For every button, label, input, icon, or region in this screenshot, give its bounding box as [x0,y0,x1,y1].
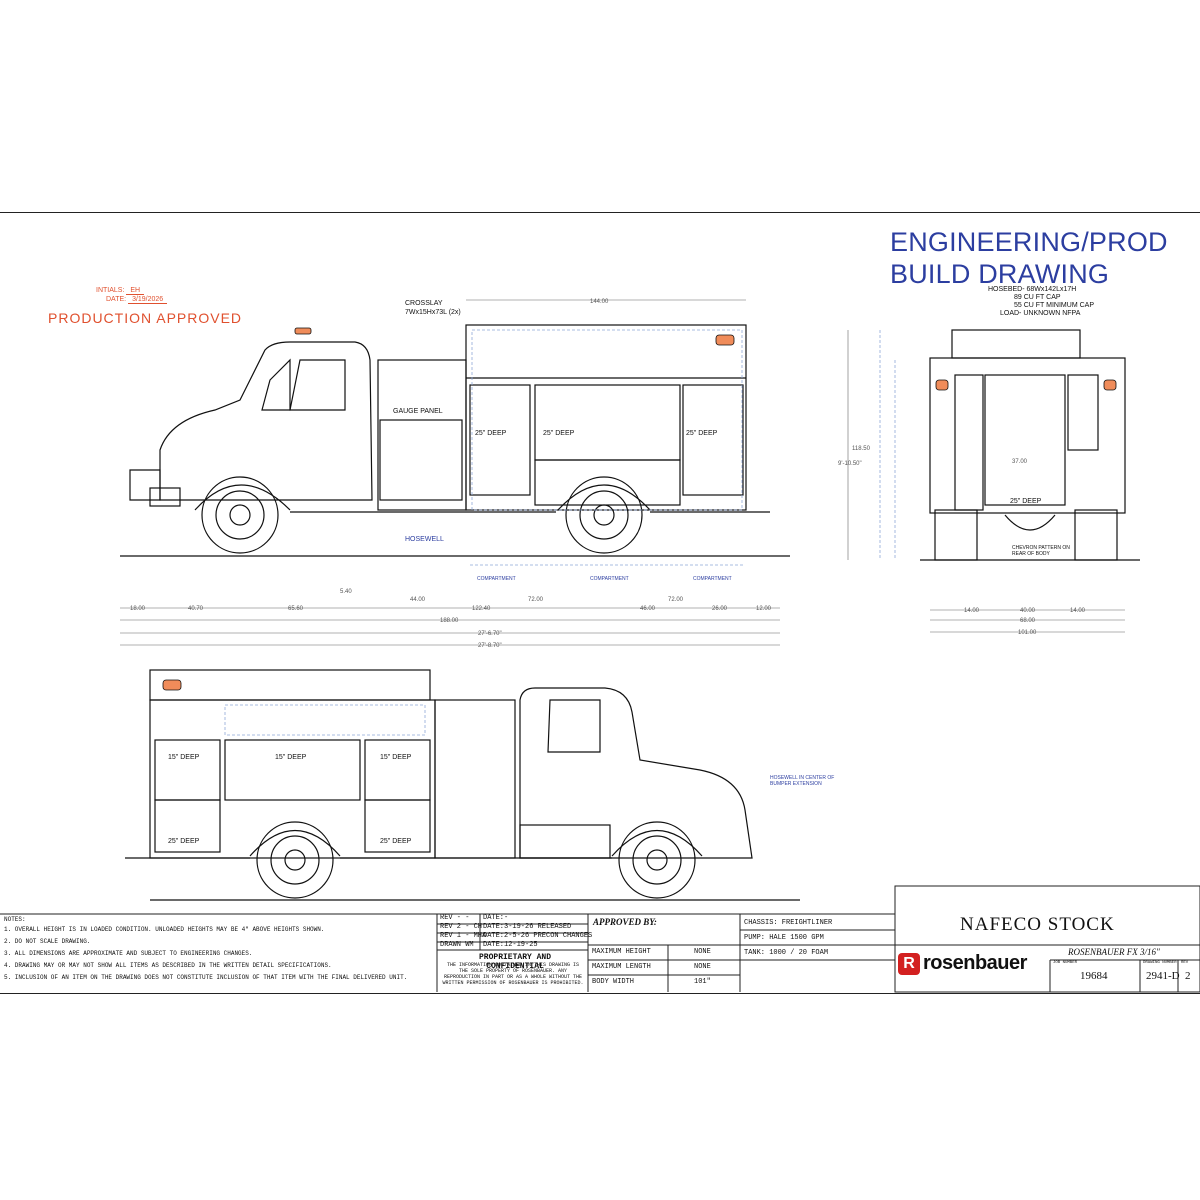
deep-label: 25" DEEP [543,430,575,437]
note-item: 4. DRAWING MAY OR MAY NOT SHOW ALL ITEMS… [4,962,332,969]
dimension-label: 18.00 [130,606,146,612]
chevron-note: CHEVRON PATTERN ON REAR OF BODY [1012,545,1070,557]
deep-label: 15" DEEP [275,754,307,761]
dimension-label: 122.40 [472,606,491,612]
spec-value: NONE [694,963,711,971]
revision-date: DATE:2-5-26 PRECON CHANGES [483,932,593,940]
overall-dimension: 188.00 [440,618,459,624]
rev-label: REV [1181,961,1189,965]
spec-label: MAXIMUM LENGTH [592,963,651,971]
deep-label: 15" DEEP [380,754,412,761]
dimension-label: 40.70 [188,606,204,612]
note-item: 3. ALL DIMENSIONS ARE APPROXIMATE AND SU… [4,950,253,957]
crosslay-size-label: 7Wx15Hx73L (2x) [405,309,461,316]
drawing-number: 2941-D [1146,970,1180,982]
drawing-sheet [0,212,1200,994]
dimension-label: 101.00 [1018,630,1037,636]
title-line-2: BUILD DRAWING [890,259,1110,289]
dimension-label: 14.00 [1070,608,1086,614]
hosewell-note: HOSEWELL IN CENTER OF BUMPER EXTENSION [770,775,835,787]
height-dimension: 9'-10.50" [838,461,862,467]
gauge-panel-label: GAUGE PANEL [393,408,443,415]
compartment-label: COMPARTMENT [693,576,732,582]
approval-initials: INTIALS: EH DATE: 3/19/2026 [96,286,168,304]
job-number: 19684 [1080,970,1108,982]
proprietary-body: THE INFORMATION CONTAINED IN THIS DRAWIN… [442,962,584,986]
dimension-label: 40.00 [1020,608,1036,614]
rosenbauer-logo: R rosenbauer [898,952,1027,975]
note-item: 2. DO NOT SCALE DRAWING. [4,938,91,945]
crosslay-label: CROSSLAY [405,300,443,307]
customer-name: NAFECO STOCK [960,914,1115,935]
date-value: 3/19/2026 [128,296,168,304]
revision-date: DATE:3-19-26 RELEASED [483,923,572,931]
overall-dimension: 27'-6.70" [478,631,502,637]
hosebed-label: HOSEBED- 68Wx142Lx17H [988,286,1077,293]
dimension-label: 12.00 [756,606,772,612]
deep-label: 25" DEEP [1010,498,1042,505]
tank-label: TANK: 1000 / 20 FOAM [744,949,829,957]
spec-label: BODY WIDTH [592,978,635,986]
dimension-label: 26.00 [712,606,728,612]
model-label: ROSENBAUER FX 3/16" [1068,947,1160,957]
deep-label: 25" DEEP [168,838,200,845]
hosebed-capacity: 89 CU FT CAP [1014,294,1061,301]
chassis-label: CHASSIS: FREIGHTLINER [744,919,833,927]
spec-label: MAXIMUM HEIGHT [592,948,651,956]
hosewell-label: HOSEWELL [405,536,444,543]
proprietary-title: PROPRIETARY AND CONFIDENTIAL [478,953,551,971]
note-item: 1. OVERALL HEIGHT IS IN LOADED CONDITION… [4,926,325,933]
initials-value: EH [126,287,145,295]
dimension-label: 46.00 [640,606,656,612]
approved-by-label: APPROVED BY: [593,917,657,927]
revision-date: DATE:12-19-25 [483,941,538,949]
logo-mark-icon: R [898,952,920,975]
revision-date: DATE:- [483,914,509,922]
deep-label: 15" DEEP [168,754,200,761]
revision-row: REV 2 - CH [440,923,483,931]
deep-label: 25" DEEP [380,838,412,845]
height-dimension: 118.50 [852,446,870,452]
job-number-label: JOB NUMBER [1053,961,1078,965]
deep-label: 25" DEEP [475,430,507,437]
revision-row: DRAWN WM [440,941,474,949]
spec-value: NONE [694,948,711,956]
title-line-1: ENGINEERING/PROD [890,227,1168,257]
notes-title: NOTES: [4,916,26,923]
deep-label: 25" DEEP [686,430,718,437]
drawing-number-label: DRAWING NUMBER [1143,961,1177,965]
dimension-label: 44.00 [410,597,426,603]
dimension-label: 72.00 [668,597,684,603]
logo-text: rosenbauer [923,952,1027,974]
rev-number: 2 [1185,970,1191,982]
dimension-label: 72.00 [528,597,544,603]
revision-row: REV - - [440,914,470,922]
dimension-label: 37.00 [1012,459,1028,465]
dimension-label: 14.00 [964,608,980,614]
top-dimension: 144.00 [590,299,609,305]
drawing-title: ENGINEERING/PROD BUILD DRAWING [890,226,1168,290]
overall-dimension: 27'-8.70" [478,643,502,649]
hosebed-load: LOAD- UNKNOWN NFPA [1000,310,1081,317]
pump-label: PUMP: HALE 1500 GPM [744,934,824,942]
drawing-notes: NOTES: 1. OVERALL HEIGHT IS IN LOADED CO… [4,916,434,984]
dimension-label: 5.40 [340,589,352,595]
compartment-label: COMPARTMENT [477,576,516,582]
dimension-label: 65.60 [288,606,304,612]
note-item: 5. INCLUSION OF AN ITEM ON THE DRAWING D… [4,974,408,981]
dimension-label: 68.00 [1020,618,1036,624]
revision-row: REV 1 - MHA [440,932,487,940]
hosebed-min-capacity: 55 CU FT MINIMUM CAP [1014,302,1094,309]
compartment-label: COMPARTMENT [590,576,629,582]
production-approved-stamp: PRODUCTION APPROVED [48,310,243,326]
spec-value: 101" [694,978,711,986]
